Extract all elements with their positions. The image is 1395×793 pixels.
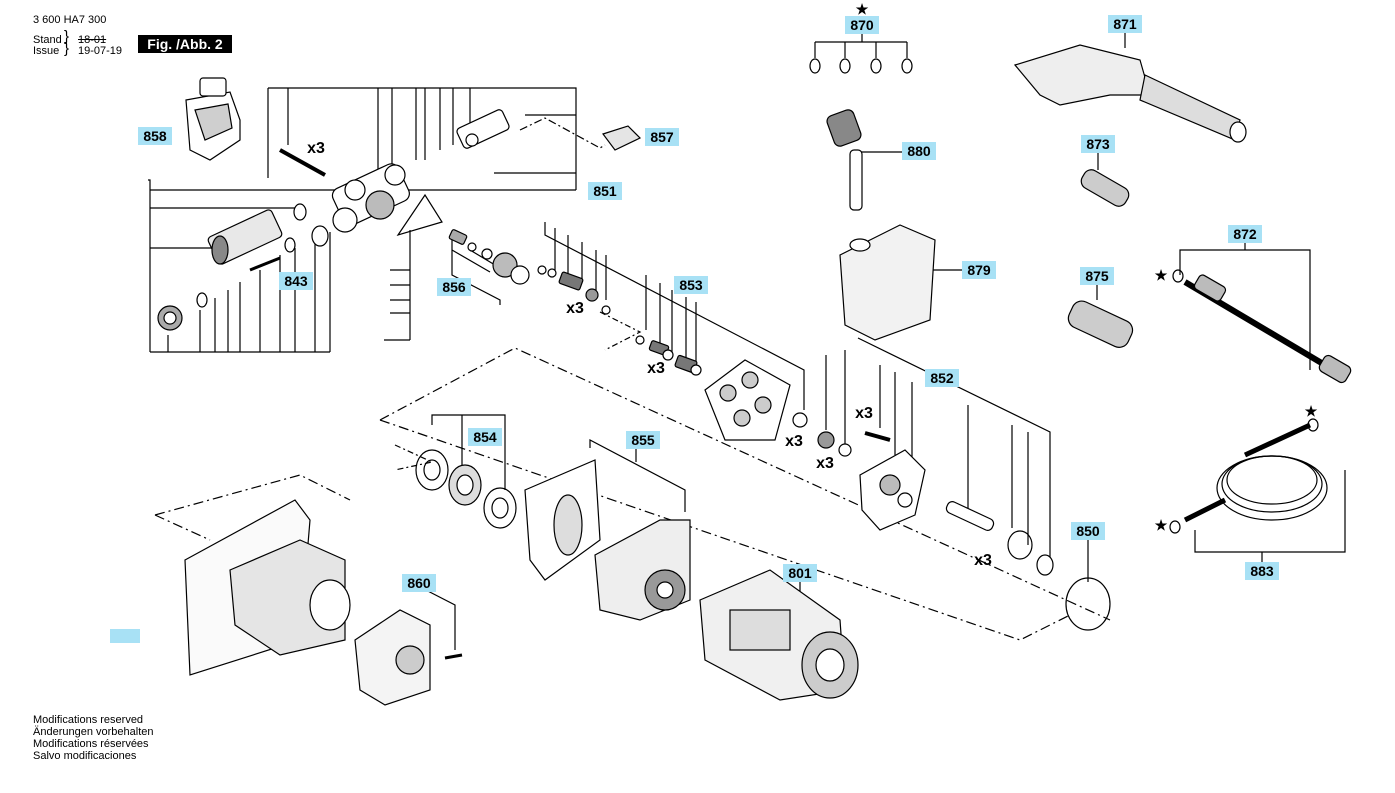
- star-icon: ★: [1154, 267, 1168, 283]
- part-label-855: 855: [626, 431, 660, 449]
- star-icon: ★: [855, 1, 869, 17]
- note-line: Salvo modificaciones: [33, 750, 137, 762]
- clip-part-858: [185, 77, 241, 161]
- stand-label: Stand: [33, 34, 62, 46]
- part-label-872: 872: [1228, 225, 1262, 243]
- valve-assembly-851: [331, 163, 443, 237]
- nozzle-873: [1080, 169, 1130, 207]
- part-label-873: 873: [1081, 135, 1115, 153]
- brace-icon: }: [64, 28, 70, 45]
- part-label-853: 853: [674, 276, 708, 294]
- motor-801: [699, 569, 859, 701]
- note-line: Änderungen vorbehalten: [33, 726, 154, 738]
- part-label-843: 843: [279, 272, 313, 290]
- o-ring-850: [1065, 577, 1111, 631]
- blank-label: [110, 629, 140, 643]
- stand-date: 18-01: [78, 34, 107, 46]
- part-label-850: 850: [1071, 522, 1105, 540]
- fan-cover-860: [354, 609, 463, 706]
- part-label-858: 858: [138, 127, 172, 145]
- valve-parts-856: [448, 229, 530, 285]
- bushing-part: [157, 209, 283, 331]
- small-rings-843: [196, 148, 329, 308]
- part-label-860: 860: [402, 574, 436, 592]
- part-label-801: 801: [783, 564, 817, 582]
- star-icon: ★: [1304, 403, 1318, 419]
- swash-housing-852: [859, 431, 1054, 576]
- part-label-854: 854: [468, 428, 502, 446]
- bearing-854: [415, 449, 517, 529]
- pump-head: [704, 359, 852, 457]
- lance-872: [1172, 269, 1352, 384]
- part-label-883: 883: [1245, 562, 1279, 580]
- part-label-857: 857: [645, 128, 679, 146]
- detergent-tank-879: [839, 224, 936, 341]
- issue-date: 19-07-19: [78, 45, 123, 57]
- quantity-x3: x3: [816, 455, 834, 472]
- note-line: Modifications reserved: [33, 714, 144, 726]
- figure-label: Fig. /Abb. 2: [138, 35, 232, 53]
- spool-valve: [456, 109, 510, 149]
- part-label-870: 870: [845, 16, 879, 34]
- issue-label: Issue: [33, 45, 60, 57]
- part-label-875: 875: [1080, 267, 1114, 285]
- motor-shroud-855: [524, 459, 691, 621]
- quantity-x3: x3: [566, 300, 584, 317]
- part-label-852: 852: [925, 369, 959, 387]
- o-rings-870: [809, 58, 913, 74]
- leader-lines-851: [148, 87, 577, 353]
- cap-part-857: [602, 125, 642, 151]
- star-icon: ★: [1154, 517, 1168, 533]
- quantity-x3: x3: [855, 405, 873, 422]
- quantity-x3: x3: [785, 433, 803, 450]
- quantity-x3: x3: [974, 552, 992, 569]
- part-label-856: 856: [437, 278, 471, 296]
- note-line: Modifications réservées: [33, 738, 149, 750]
- rotary-nozzle-875: [1067, 300, 1134, 348]
- suction-tube-880: [826, 109, 863, 211]
- quantity-x3: x3: [307, 140, 325, 157]
- seal-set-853: [537, 265, 702, 376]
- spray-gun-871: [1013, 44, 1247, 143]
- part-label-880: 880: [902, 142, 936, 160]
- part-label-851: 851: [588, 182, 622, 200]
- housing-part: [184, 499, 351, 676]
- quantity-x3: x3: [647, 360, 665, 377]
- brace-icon: }: [64, 40, 70, 57]
- part-label-879: 879: [962, 261, 996, 279]
- part-label-871: 871: [1108, 15, 1142, 33]
- document-number: 3 600 HA7 300: [33, 14, 107, 26]
- hose-883: [1169, 418, 1328, 534]
